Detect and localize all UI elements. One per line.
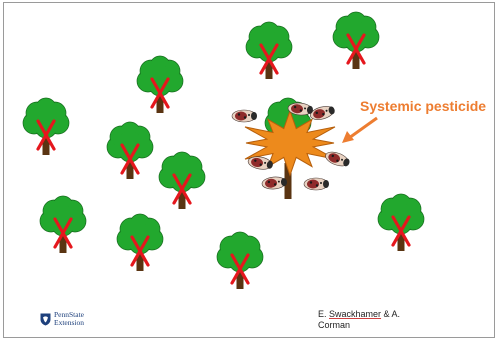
red-x-mark [53,217,73,249]
tree-trunk [59,227,67,253]
credit-name-underlined: Swackhamer [329,309,382,319]
tree-trunk [265,53,273,79]
slide: Systemic pesticide PennState Extension E… [3,2,495,338]
pesticide-burst [244,109,336,177]
insect-5 [261,176,287,190]
tree-canopy [39,195,87,237]
red-x-mark [346,33,366,65]
tree-6 [158,151,206,209]
tree-8 [116,213,164,271]
tree-10 [377,193,425,251]
insect-4 [325,151,350,167]
tree-trunk [397,225,405,251]
red-x-mark [130,235,150,267]
red-x-mark [172,173,192,205]
tree-9 [216,231,264,289]
tree-trunk [236,263,244,289]
insect-7 [287,102,313,116]
tree-1 [245,21,293,79]
tree-trunk [42,129,50,155]
pesticide-callout-label: Systemic pesticide [360,98,487,114]
tree-canopy [377,193,425,235]
tree-canopy [332,11,380,53]
logo-line-1: PennState [54,310,84,319]
tree-trunk [352,43,360,69]
insect-6 [303,177,329,191]
callout-arrow [342,116,378,143]
credit-line-2: Corman [318,320,351,330]
tree-2 [332,11,380,69]
diagram-scene [22,11,425,289]
red-x-mark [230,253,250,285]
red-x-mark [120,143,140,175]
credit-line-1: E. Swackhamer & A. [318,309,401,319]
shield-icon [40,313,51,325]
tree-canopy [245,21,293,63]
tree-3 [136,55,184,113]
logo-line-2: Extension [54,318,84,327]
insect-3 [247,156,273,170]
red-x-mark [150,77,170,109]
tree-trunk [136,245,144,271]
tree-7 [39,195,87,253]
center-tree-trunk [284,163,292,199]
insect-1 [231,109,257,123]
tree-trunk [156,87,164,113]
tree-5 [106,121,154,179]
tree-canopy [158,151,206,193]
insect-2 [310,106,335,120]
pennstate-extension-logo: PennState Extension [40,311,84,327]
red-x-mark [36,119,56,151]
tree-trunk [126,153,134,179]
tree-4 [22,97,70,155]
tree-trunk [178,183,186,209]
tree-canopy [106,121,154,163]
red-x-mark [259,43,279,75]
author-credit: E. Swackhamer & A. Corman [318,309,400,331]
red-x-mark [391,215,411,247]
